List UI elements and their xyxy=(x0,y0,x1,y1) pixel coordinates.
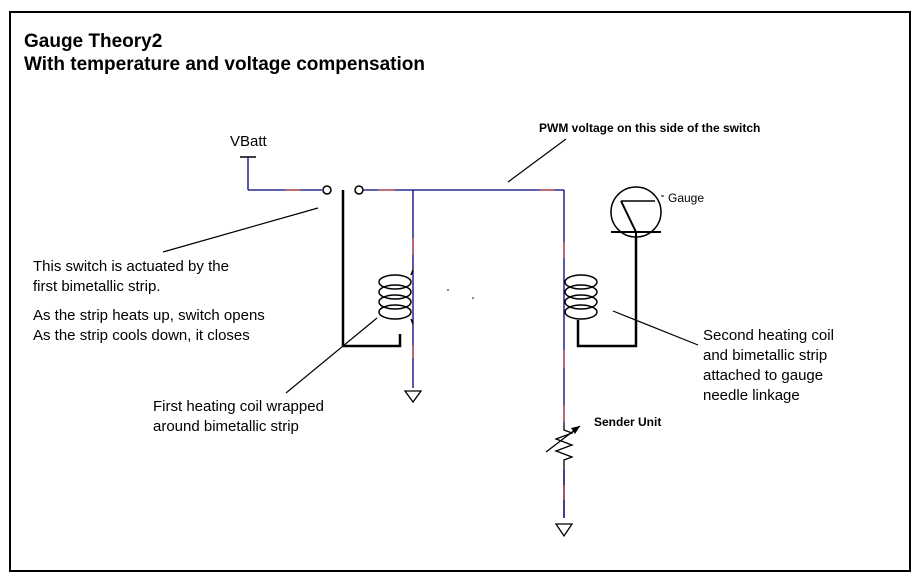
second-bimetallic-strip xyxy=(576,238,638,348)
coil1-note-line-1: First heating coil wrapped xyxy=(153,398,324,415)
stray-dot xyxy=(447,289,449,291)
switch-note-line-2: first bimetallic strip. xyxy=(33,278,161,295)
sender-arrow-head xyxy=(571,426,580,434)
coil2-note-line-1: Second heating coil xyxy=(703,327,834,344)
ground-symbol-1 xyxy=(403,390,423,404)
heats-note-line-1: As the strip heats up, switch opens xyxy=(33,307,265,324)
first-bimetallic-strip xyxy=(341,190,402,348)
gauge-dial xyxy=(610,186,662,238)
vbatt-label: VBatt xyxy=(230,133,267,150)
leader-coil1 xyxy=(285,317,378,394)
diagram-frame xyxy=(9,11,911,572)
second-heating-coil xyxy=(564,274,598,320)
switch-note-line-1: This switch is actuated by the xyxy=(33,258,229,275)
sender-resistor xyxy=(554,425,574,518)
coil1-note-line-2: around bimetallic strip xyxy=(153,418,299,435)
coil2-note-line-2: and bimetallic strip xyxy=(703,347,828,364)
first-heating-coil xyxy=(378,274,412,320)
coil2-note-line-3: attached to gauge xyxy=(703,367,824,384)
coil2-note-line-4: needle linkage xyxy=(703,387,800,404)
stray-dot xyxy=(472,297,474,299)
leader-pwm xyxy=(507,138,567,183)
switch-contact-right xyxy=(354,185,364,195)
coil1-lead-top xyxy=(410,269,414,276)
switch-contact-left xyxy=(322,185,332,195)
ground-symbol-2 xyxy=(554,523,574,538)
heats-note-line-2: As the strip cools down, it closes xyxy=(33,327,250,344)
gauge-label: Gauge xyxy=(668,191,705,205)
leader-coil2 xyxy=(612,310,699,346)
gauge-needle xyxy=(620,200,637,233)
title-line-1: Gauge Theory2 xyxy=(24,31,163,52)
sender-unit-label: Sender Unit xyxy=(594,415,662,429)
coil1-lead-bottom xyxy=(410,318,414,325)
pwm-label: PWM voltage on this side of the switch xyxy=(539,121,761,135)
leader-switch xyxy=(162,207,319,253)
title-line-2: With temperature and voltage compensatio… xyxy=(24,54,426,75)
